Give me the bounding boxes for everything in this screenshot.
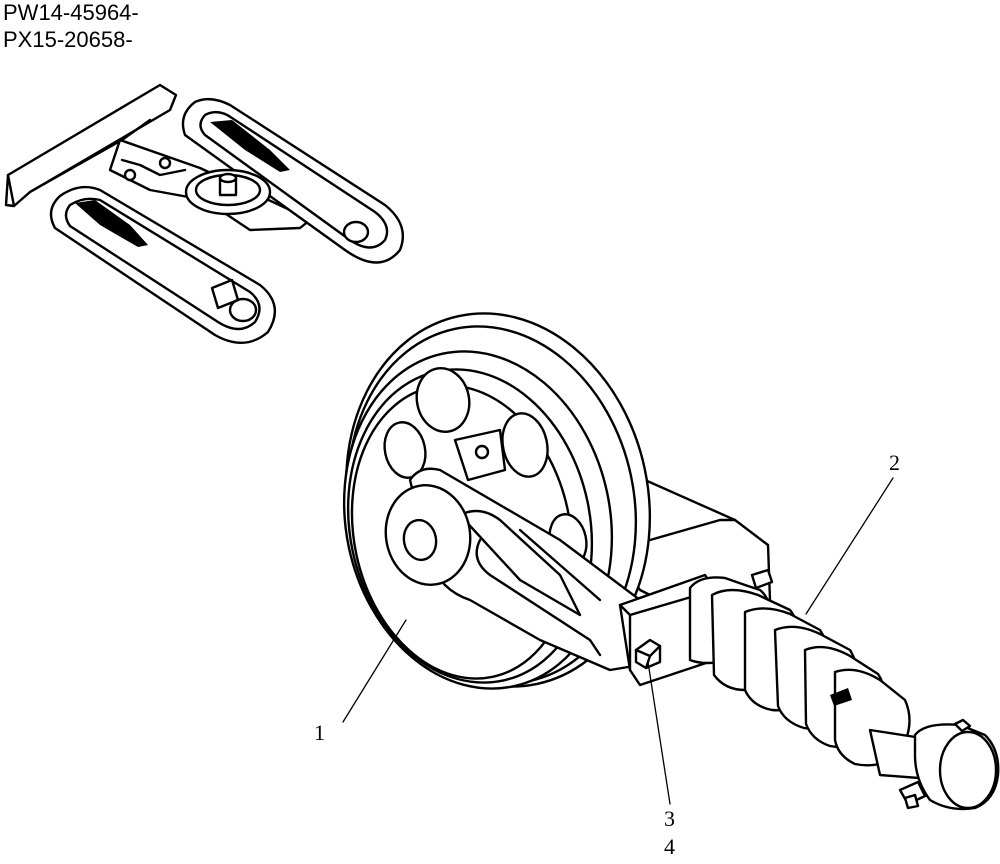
serial-range-to: PX15-20658- bbox=[3, 27, 133, 52]
serial-range-from: PW14-45964- bbox=[3, 0, 139, 25]
leader-lines bbox=[342, 477, 894, 805]
callout-1: 1 bbox=[314, 720, 325, 745]
callout-4: 4 bbox=[664, 834, 675, 859]
undercarriage-overview-icon bbox=[4, 83, 405, 344]
idler-wheel-recoil-spring-assembly bbox=[342, 312, 1000, 811]
callout-2: 2 bbox=[889, 450, 900, 475]
callout-3: 3 bbox=[664, 806, 675, 831]
